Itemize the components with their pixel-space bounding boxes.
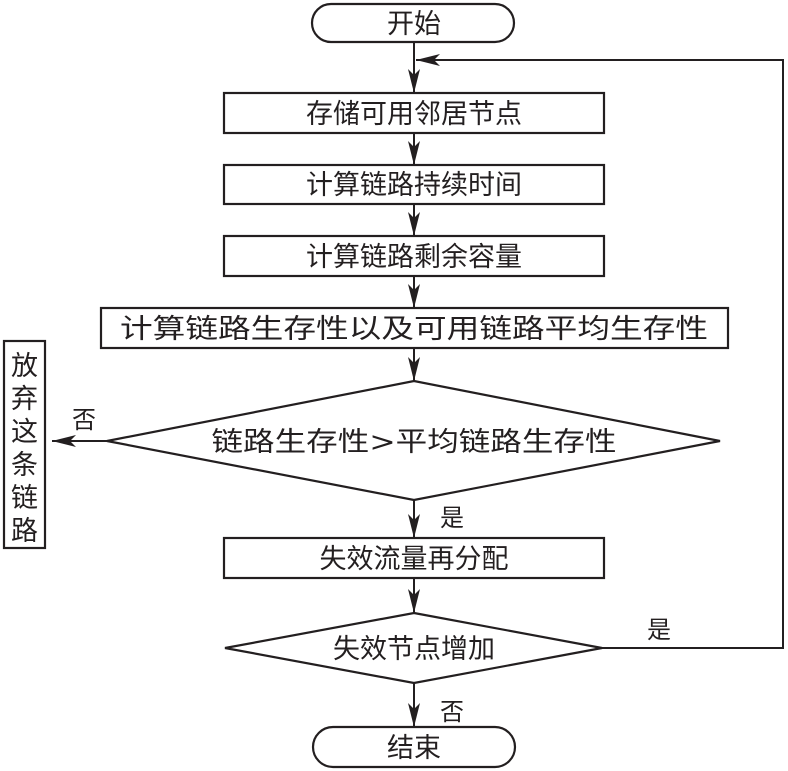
abandon-char-0: 放 (11, 351, 38, 382)
process-abandon-link: 放 弃 这 条 链 路 (2, 339, 47, 550)
calc-survivability-label: 计算链路生存性以及可用链路平均生存性 (120, 314, 708, 345)
process-store-neighbors: 存储可用邻居节点 (222, 91, 606, 135)
process-calc-duration: 计算链路持续时间 (222, 163, 606, 206)
start-label: 开始 (387, 9, 441, 40)
abandon-char-1: 弃 (11, 384, 38, 415)
arrow-decision2-yes-loop (416, 54, 784, 649)
process-redistribute: 失效流量再分配 (222, 536, 606, 580)
calc-duration-label: 计算链路持续时间 (306, 170, 522, 201)
abandon-char-4: 链 (11, 483, 38, 514)
abandon-char-3: 条 (11, 450, 38, 481)
decision-fail-nodes-label: 失效节点增加 (333, 634, 495, 665)
process-calc-capacity: 计算链路剩余容量 (222, 234, 606, 278)
decision-survivability-label: 链路生存性>平均链路生存性 (212, 427, 617, 458)
edge-label-survivability-yes: 是 (440, 504, 464, 532)
calc-capacity-label: 计算链路剩余容量 (306, 242, 522, 273)
edge-label-survivability-no: 否 (72, 406, 96, 434)
edge-label-fail-nodes-yes: 是 (647, 616, 671, 644)
abandon-char-5: 路 (11, 516, 38, 547)
connectors (52, 42, 784, 727)
edge-label-fail-nodes-no: 否 (440, 698, 464, 726)
end-label: 结束 (387, 733, 441, 764)
start-terminal: 开始 (310, 2, 516, 44)
redistribute-label: 失效流量再分配 (320, 544, 509, 575)
decision-survivability: 链路生存性>平均链路生存性 (106, 379, 721, 502)
store-neighbors-label: 存储可用邻居节点 (306, 99, 522, 130)
process-calc-survivability: 计算链路生存性以及可用链路平均生存性 (99, 306, 730, 350)
end-terminal: 结束 (311, 725, 517, 769)
abandon-char-2: 这 (11, 417, 38, 448)
decision-fail-nodes: 失效节点增加 (224, 611, 603, 685)
